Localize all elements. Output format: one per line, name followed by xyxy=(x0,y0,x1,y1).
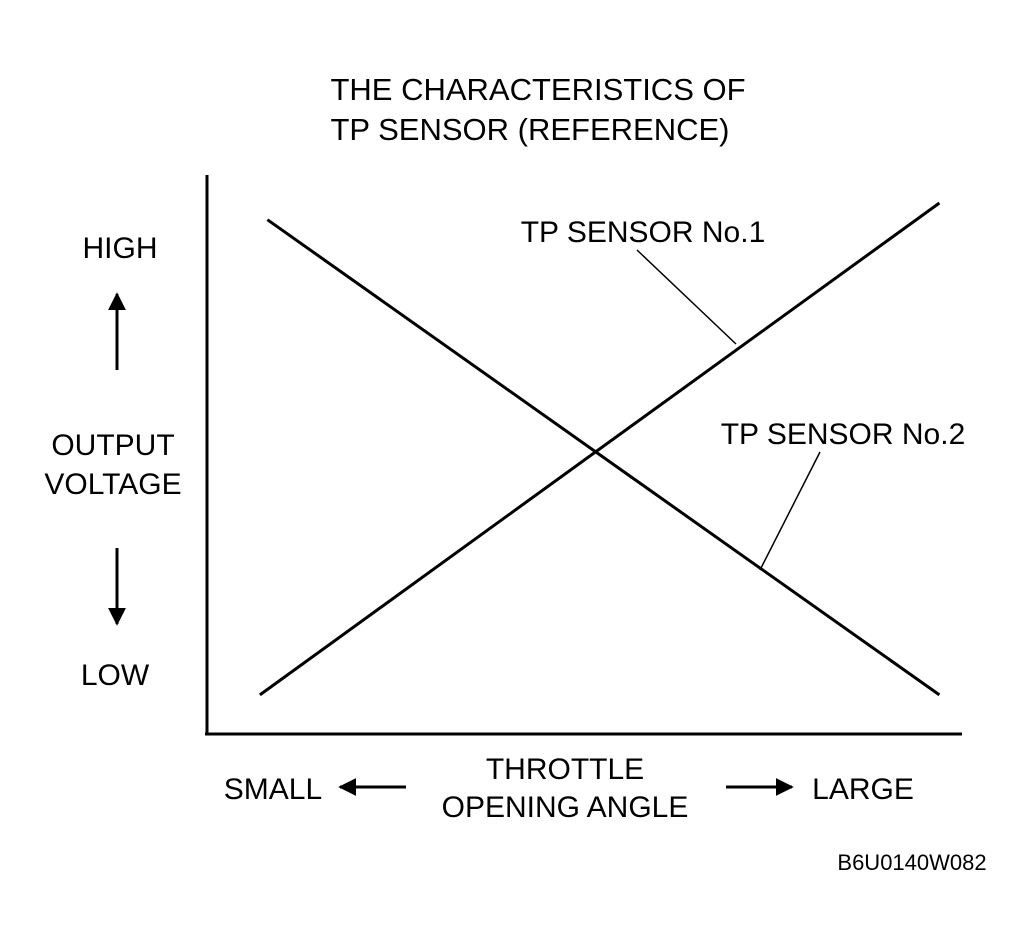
series-2-label: TP SENSOR No.2 xyxy=(721,418,966,451)
y-axis-label-line-2: VOLTAGE xyxy=(44,468,181,501)
x-axis-label-line-1: THROTTLE xyxy=(486,753,644,786)
x-axis-small-label: SMALL xyxy=(224,773,322,806)
figure-code: B6U0140W082 xyxy=(837,850,986,875)
series-line-2 xyxy=(266,218,941,697)
series-2-leader-line xyxy=(759,451,821,571)
x-axis-large-label: LARGE xyxy=(812,773,914,806)
y-axis-high-label: HIGH xyxy=(83,232,158,265)
series-1-label: TP SENSOR No.1 xyxy=(521,216,766,249)
y-axis-label-line-1: OUTPUT xyxy=(51,429,174,462)
chart-title-line-1: THE CHARACTERISTICS OF xyxy=(330,72,745,107)
series-1-leader-line xyxy=(636,249,737,345)
y-axis-low-label: LOW xyxy=(81,659,150,692)
series-layer xyxy=(259,201,941,697)
series-line-1 xyxy=(259,201,941,697)
chart-title-line-2: TP SENSOR (REFERENCE) xyxy=(330,112,729,147)
x-axis-label-line-2: OPENING ANGLE xyxy=(442,791,689,824)
